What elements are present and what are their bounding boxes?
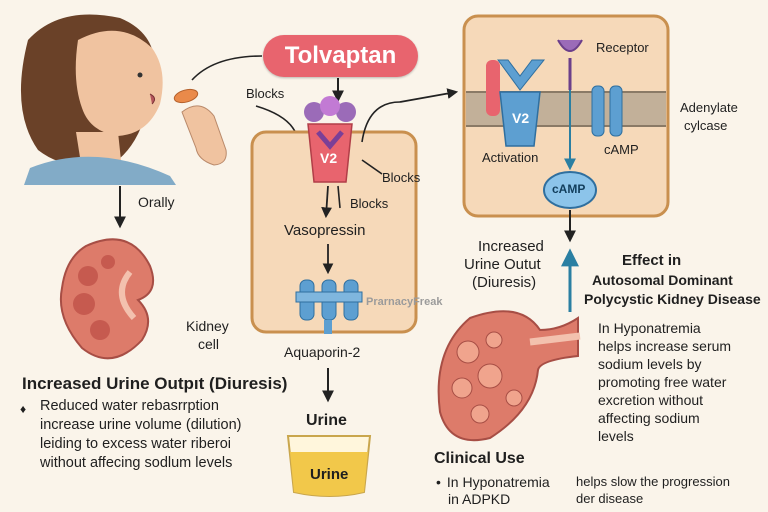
kidney-label-2: cell: [198, 336, 220, 352]
hyponatremia-line-2: helps increase serum: [598, 338, 732, 354]
v2-label-right: V2: [512, 110, 530, 126]
receptor-label: Receptor: [596, 40, 649, 55]
kidney-right-illustration: [437, 310, 581, 442]
clinical-use-heading: Clinical Use: [434, 450, 525, 467]
hyponatremia-line-6: affecting sodium: [598, 410, 700, 426]
blocks-label-mid: Blocks: [350, 196, 389, 211]
drug-name-pill: Tolvaptan: [263, 35, 418, 77]
blocks-label-top: Blocks: [246, 86, 285, 101]
diuresis-line-2: increase urine volume (dilution): [40, 417, 242, 433]
hyponatremia-line-5: excretion without: [598, 392, 704, 408]
clinical-use-bullet-1: In Hyponatremia: [436, 474, 550, 490]
clinical-use-side-1: helps slow the progression: [576, 474, 730, 489]
watermark: PrarnacyFreak: [366, 296, 443, 308]
camp-label: cAMP: [604, 142, 639, 157]
route-label: Orally: [138, 194, 175, 210]
hyponatremia-line-7: levels: [598, 428, 634, 444]
increased-right-line-2: Urine Outut: [464, 256, 541, 273]
effect-line-1: Effect in: [622, 252, 682, 269]
urine-cup: [286, 435, 372, 497]
kidney-left-illustration: [59, 238, 154, 360]
v2-label-center: V2: [320, 150, 338, 166]
v2-receptor-center: [304, 96, 356, 183]
effect-line-3: Polycystic Kidney Disease: [584, 291, 761, 307]
receptor-top: [557, 39, 583, 90]
clinical-use-side-2: der disease: [576, 491, 644, 506]
hyponatremia-line-1: In Hyponatremia: [598, 320, 701, 336]
v2-receptor-right: [486, 59, 546, 147]
hyponatremia-line-3: sodium levels by: [598, 356, 702, 372]
diuresis-line-4: without affecing sodlum levels: [40, 455, 233, 471]
diuresis-heading: Increased Urine Outpıt (Diuresis): [22, 374, 288, 393]
urine-heading: Urine: [306, 412, 347, 429]
blocks-label-right: Blocks: [382, 170, 421, 185]
aquaporin-channel: [295, 279, 363, 334]
activation-label: Activation: [482, 150, 539, 165]
adenylate-label-1: Adenylate: [680, 100, 738, 115]
woman-illustration: [20, 14, 227, 185]
adenylate-label-2: cylcase: [684, 118, 728, 133]
adenylate-cyclase: [591, 85, 623, 137]
vasopressin-label: Vasopressin: [284, 222, 366, 239]
hyponatremia-line-4: promoting free water: [598, 374, 727, 390]
effect-line-2: Autosomal Dominant: [592, 272, 733, 288]
diuresis-line-1: Reduced water rebasrrption: [40, 398, 219, 414]
diuresis-bullet-icon: ♦: [20, 402, 27, 416]
increased-right-line-3: (Diuresis): [472, 274, 537, 291]
urine-cup-label: Urine: [310, 466, 349, 483]
aquaporin-label: Aquaporin-2: [284, 344, 361, 360]
increased-right-line-1: Increased: [478, 238, 544, 255]
diuresis-line-3: leiding to excess water riberoi: [40, 436, 232, 452]
clinical-use-bullet-2: in ADPKD: [448, 491, 511, 507]
camp-bubble-label: cAMP: [552, 182, 586, 196]
camp-bubble: [543, 171, 597, 209]
kidney-label-1: Kidney: [186, 318, 229, 334]
